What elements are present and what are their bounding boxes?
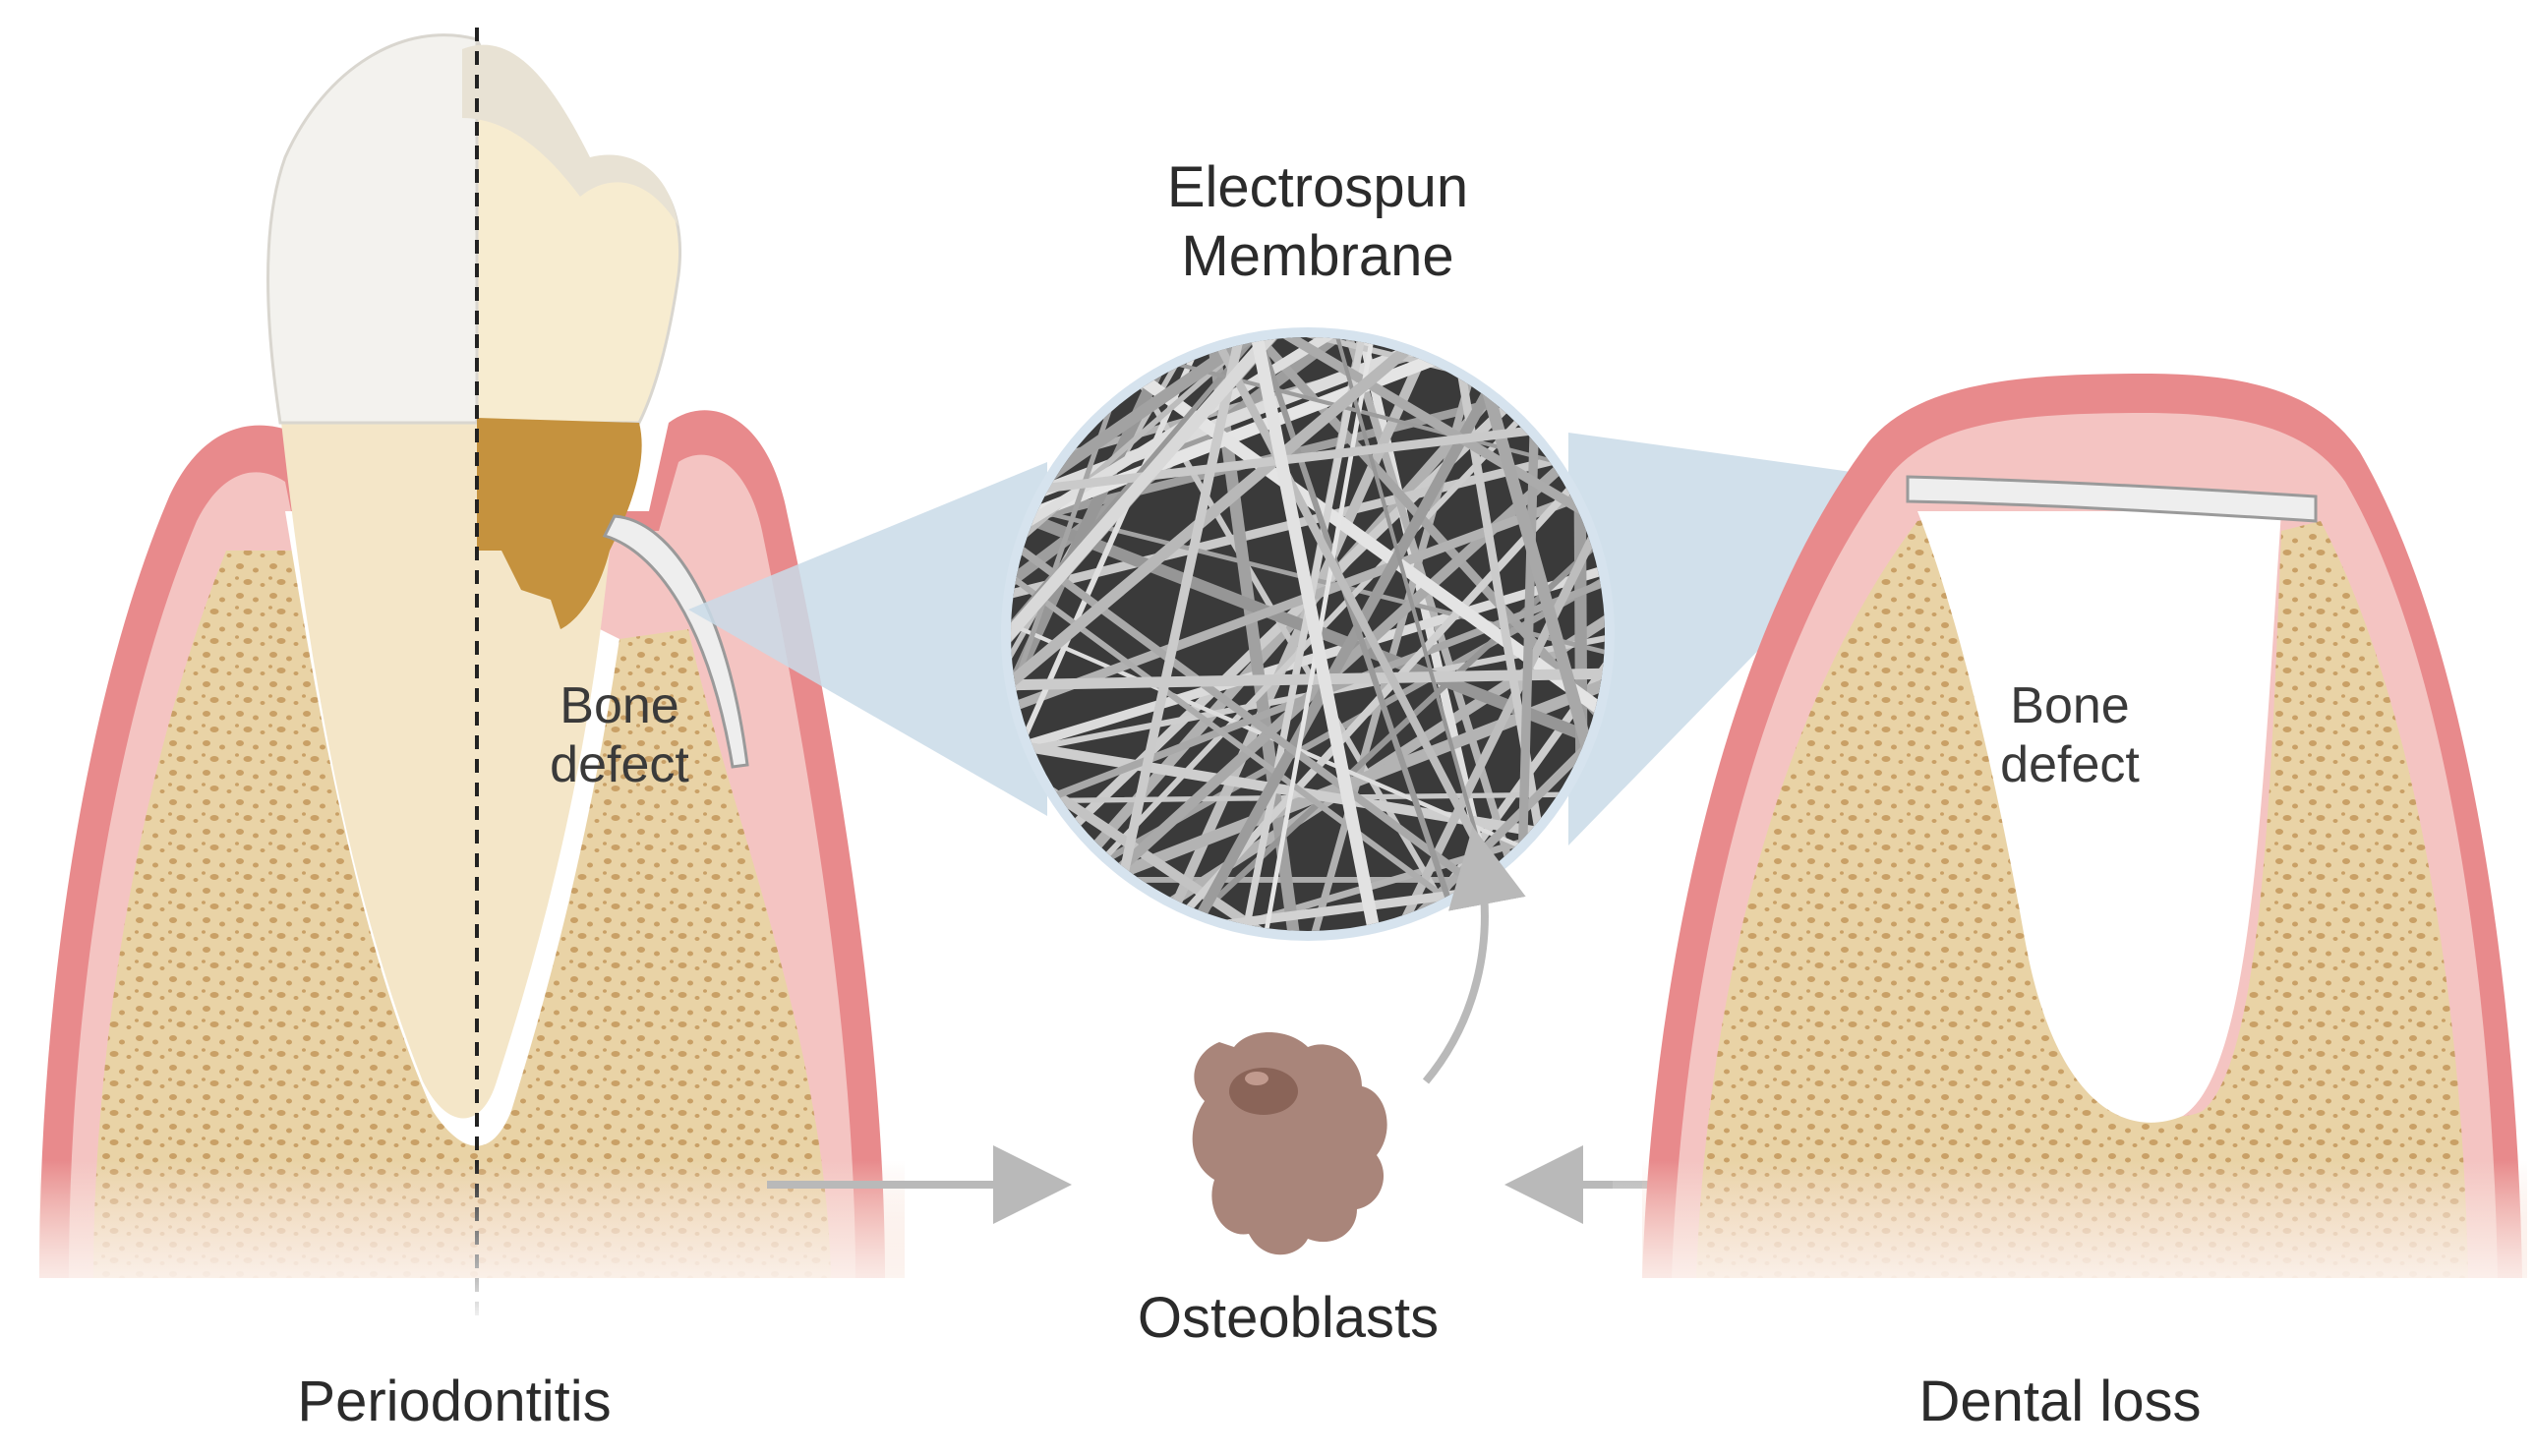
right-caption: Dental loss <box>1919 1369 2202 1433</box>
membrane-fiber <box>1442 337 1559 926</box>
membrane-fiber <box>1011 337 1385 655</box>
membrane-title-line1: Electrospun <box>1167 155 1468 219</box>
membrane-fiber <box>1203 337 1509 902</box>
left-socket <box>285 511 619 1146</box>
membrane-fiber <box>1011 444 1602 610</box>
membrane-fiber <box>1011 337 1360 737</box>
membrane-fiber <box>1238 337 1371 931</box>
magnify-fan-left <box>688 462 1047 816</box>
left-caption: Periodontitis <box>297 1369 611 1433</box>
calculus <box>477 418 642 629</box>
right-membrane-strip <box>1906 475 2318 523</box>
left-defect-label-line1: Bone <box>560 677 678 734</box>
membrane-fiber <box>1011 484 1605 720</box>
membrane-magnification: Electrospun Membrane <box>688 155 1922 941</box>
cell-to-membrane-arrow <box>1422 826 1526 1084</box>
right-defect-label-line2: defect <box>2000 736 2140 793</box>
right-panel: Bone defect Dental loss <box>1613 374 2535 1433</box>
membrane-fiber <box>1011 337 1463 731</box>
osteoblasts-label: Osteoblasts <box>1138 1286 1439 1350</box>
membrane-fiber <box>1011 543 1495 931</box>
right-defect-label-line1: Bone <box>2010 677 2129 734</box>
membrane-fiber <box>1011 519 1513 913</box>
left-defect-label-line2: defect <box>550 736 689 793</box>
membrane-fiber <box>1011 337 1225 833</box>
membrane-fiber <box>1011 337 1424 597</box>
membrane-fiber <box>1156 505 1605 931</box>
left-tooth-crown-enamel <box>266 33 479 425</box>
membrane-fiber <box>1572 337 1589 931</box>
membrane-fiber <box>1011 675 1430 931</box>
membrane-fiber <box>1011 730 1605 848</box>
left-tooth-crown-top <box>462 44 678 227</box>
center-osteoblasts: Osteoblasts <box>767 826 1809 1350</box>
right-defect <box>1917 511 2281 1123</box>
left-membrane-strip <box>602 514 749 769</box>
left-panel: Bone defect Periodontitis <box>0 28 934 1433</box>
membrane-fiber <box>1182 364 1505 931</box>
membrane-fiber <box>1150 337 1605 593</box>
membrane-fiber <box>1011 337 1343 734</box>
membrane-fiber <box>1247 337 1461 930</box>
osteoblast-nucleolus <box>1245 1072 1268 1085</box>
membrane-fiber <box>1326 518 1605 931</box>
right-bottom-fade <box>1613 1160 2535 1327</box>
osteoblast-cell <box>1192 1032 1387 1255</box>
membrane-title-line2: Membrane <box>1181 224 1453 288</box>
membrane-fiber <box>1246 337 1385 931</box>
